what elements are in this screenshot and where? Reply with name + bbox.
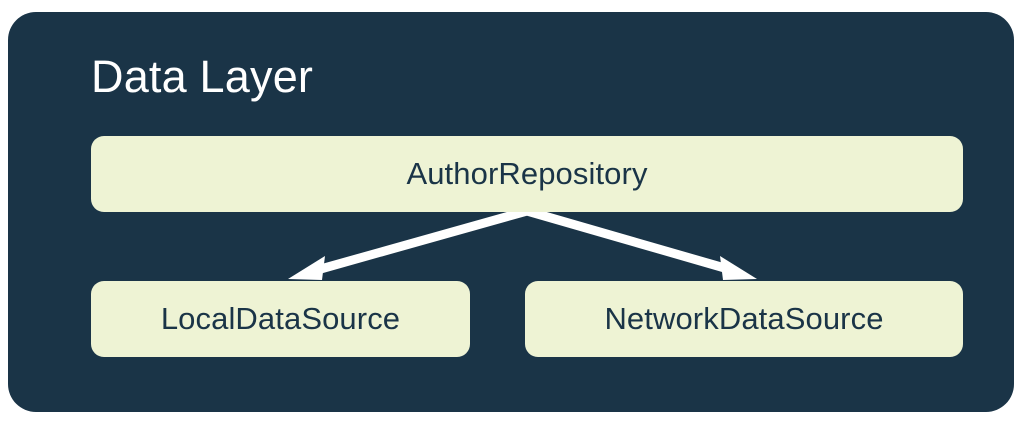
page-title: Data Layer (91, 51, 314, 102)
node-network-data-source[interactable]: NetworkDataSource (525, 281, 963, 357)
node-author-repository[interactable]: AuthorRepository (91, 136, 963, 212)
node-label: LocalDataSource (160, 301, 401, 336)
node-label: AuthorRepository (406, 156, 648, 191)
node-local-data-source[interactable]: LocalDataSource (91, 281, 470, 357)
node-label: NetworkDataSource (604, 301, 884, 336)
